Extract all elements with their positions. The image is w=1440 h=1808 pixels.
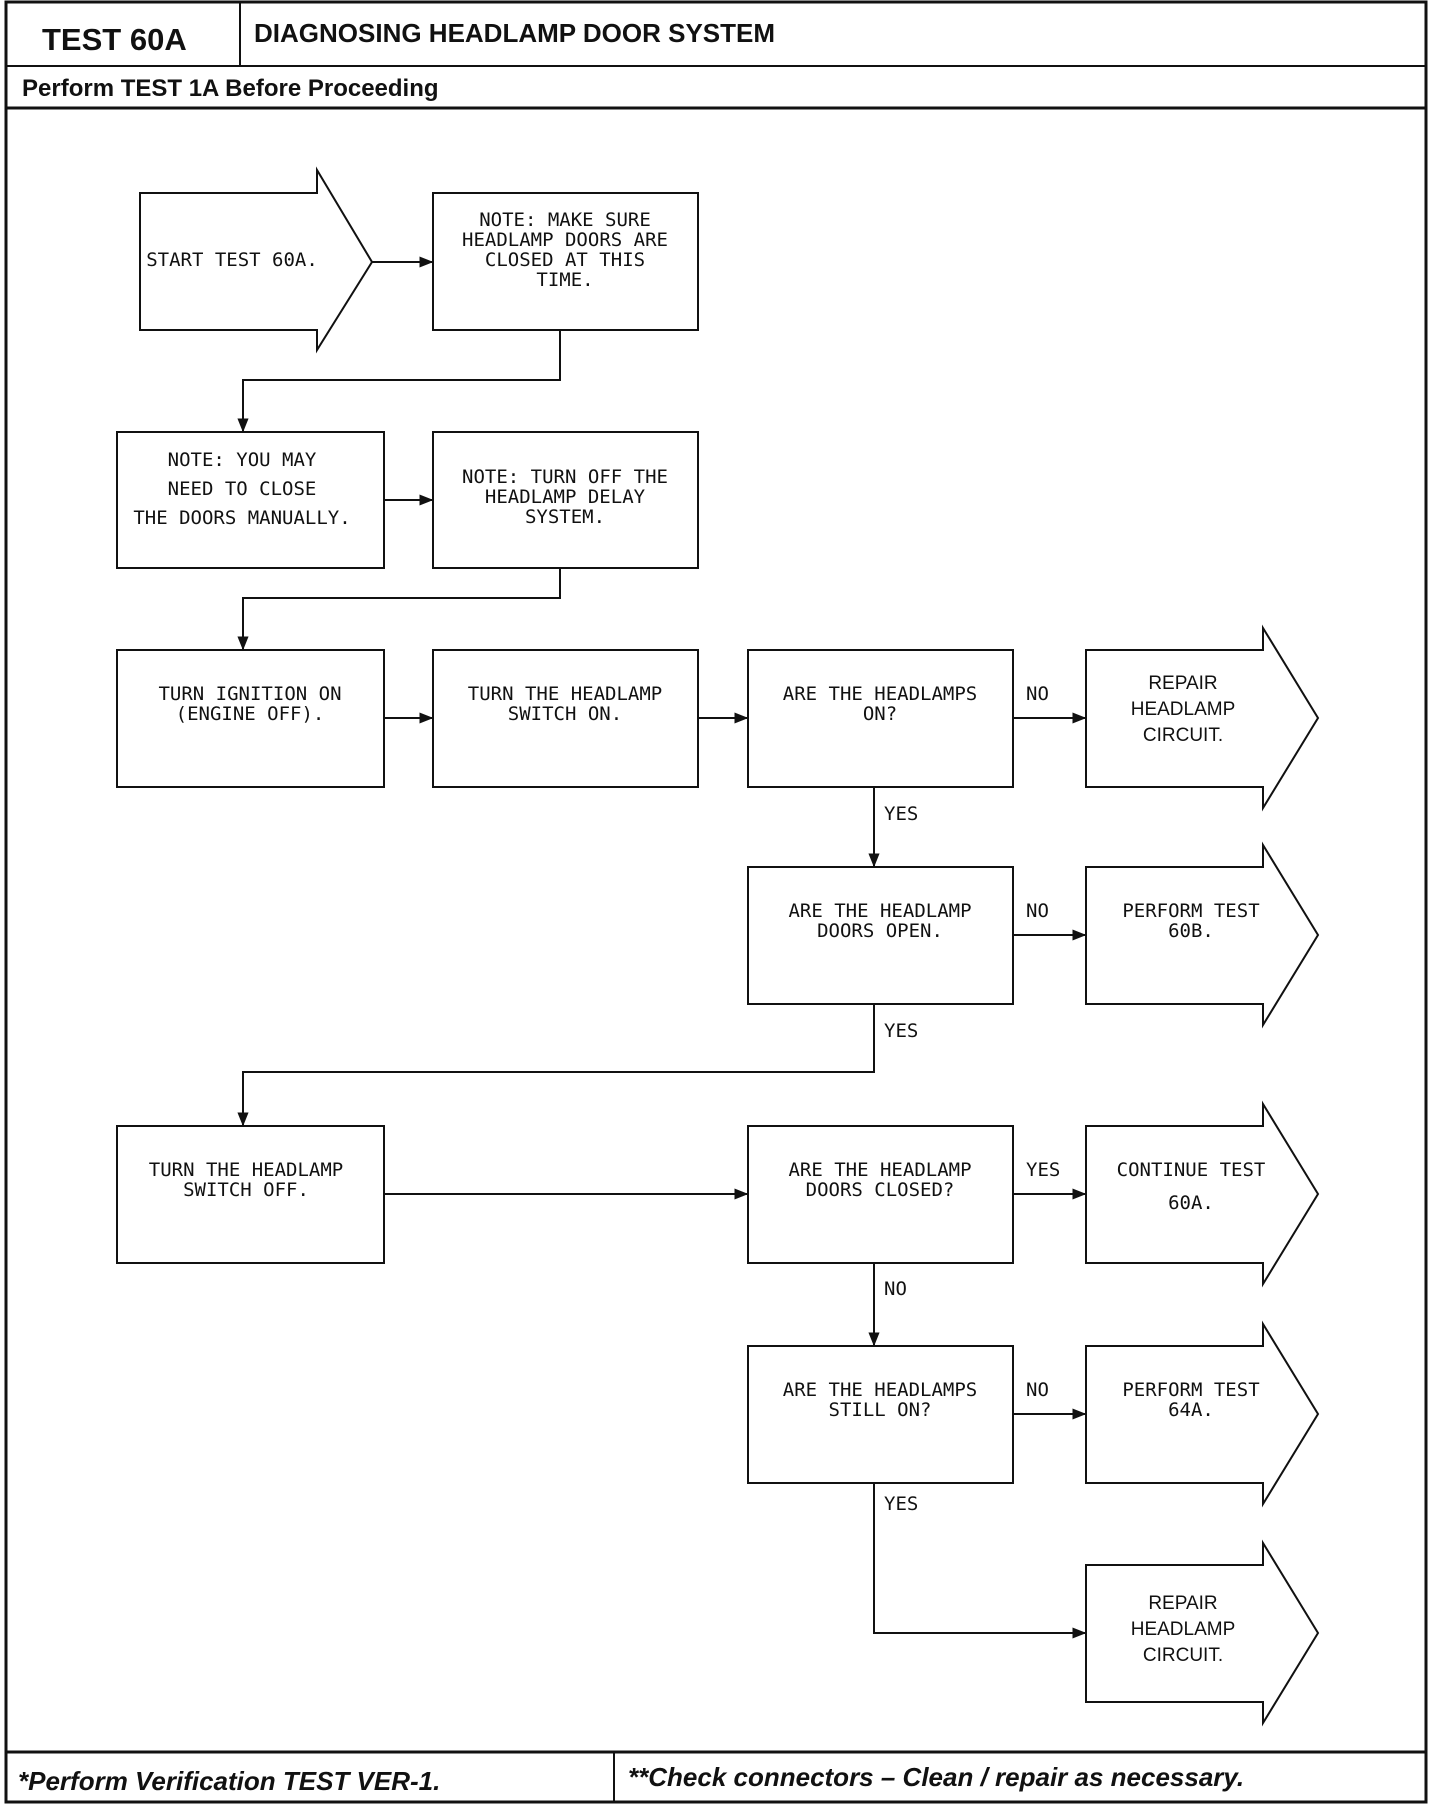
footer-connector-note: **Check connectors – Clean / repair as n… — [628, 1762, 1244, 1792]
node-text-line: NOTE: TURN OFF THE — [462, 466, 668, 488]
node-text-line: PERFORM TEST — [1122, 1379, 1259, 1401]
node-text-line: TURN IGNITION ON — [158, 683, 341, 705]
note-delay-box — [432, 431, 699, 569]
node-text-line: CIRCUIT. — [1143, 725, 1223, 746]
node-text-line: CONTINUE TEST — [1117, 1159, 1266, 1181]
doors-closed-question-box — [747, 1125, 1014, 1264]
start-test-label: START TEST 60A. — [146, 249, 318, 271]
continue-60a-arrow-shape — [1085, 1100, 1320, 1288]
node-text-line: HEADLAMP DOORS ARE — [462, 229, 668, 251]
node-text-line: ON? — [863, 703, 897, 725]
branch-label-no: NO — [1026, 1379, 1049, 1401]
node-text-line: ARE THE HEADLAMP — [788, 1159, 971, 1181]
note-manual-text: NOTE: YOU MAY NEED TO CLOSE THE DOORS MANU… — [133, 449, 350, 529]
ignition-on-box — [116, 649, 385, 788]
node-text-line: START TEST 60A. — [146, 249, 318, 271]
node-text-line: REPAIR — [1148, 1593, 1217, 1614]
ignition-on-text: TURN IGNITION ON(ENGINE OFF). — [158, 683, 341, 725]
node-text-line: HEADLAMP — [1131, 699, 1236, 720]
branch-label-yes: YES — [884, 803, 918, 825]
prereq-text: Perform TEST 1A Before Proceeding — [22, 75, 439, 102]
node-text-line: SWITCH ON. — [508, 703, 622, 725]
node-text-line: 60A. — [1168, 1192, 1214, 1214]
branch-label-yes: YES — [1026, 1159, 1060, 1181]
start-arrow-shape — [139, 166, 374, 354]
still-on-question-box — [747, 1345, 1014, 1484]
node-text-line: NOTE: YOU MAY — [168, 449, 317, 471]
connector-q2-yes — [237, 1004, 875, 1127]
footer-verification-note: *Perform Verification TEST VER-1. — [18, 1766, 440, 1796]
connector-q4-yes — [873, 1483, 1087, 1639]
node-text-line: HEADLAMP DELAY — [485, 486, 646, 508]
page-title: DIAGNOSING HEADLAMP DOOR SYSTEM — [254, 18, 775, 48]
node-text-line: DOORS CLOSED? — [806, 1179, 955, 1201]
node-text-line: TIME. — [536, 269, 593, 291]
node-text-line: ARE THE HEADLAMPS — [783, 1379, 977, 1401]
node-text-line: ARE THE HEADLAMP — [788, 900, 971, 922]
node-text-line: SWITCH OFF. — [183, 1179, 309, 1201]
test-id: TEST 60A — [42, 22, 187, 57]
switch-off-box — [116, 1125, 385, 1264]
node-text-line: NOTE: MAKE SURE — [479, 209, 651, 231]
node-text-line: 60B. — [1168, 920, 1214, 942]
node-text-line: PERFORM TEST — [1122, 900, 1259, 922]
branch-label-yes: YES — [884, 1493, 918, 1515]
branch-label-no: NO — [1026, 900, 1049, 922]
connector-note-to-manual — [237, 330, 561, 433]
node-text-line: SYSTEM. — [525, 506, 605, 528]
repair-circuit-2-arrow-shape — [1085, 1539, 1320, 1727]
repair-circuit-arrow-shape — [1085, 624, 1320, 812]
node-text-line: REPAIR — [1148, 673, 1217, 694]
node-text-line: DOORS OPEN. — [817, 920, 943, 942]
perform-60b-arrow-shape — [1085, 841, 1320, 1029]
node-text-line: ARE THE HEADLAMPS — [783, 683, 977, 705]
node-text-line: THE DOORS MANUALLY. — [133, 507, 350, 529]
node-text-line: TURN THE HEADLAMP — [468, 683, 662, 705]
headlamps-on-question-box — [747, 649, 1014, 788]
note-closed-box — [432, 192, 699, 331]
node-text-line: NEED TO CLOSE — [168, 478, 317, 500]
continue-60a-text: CONTINUE TEST 60A. — [1117, 1159, 1266, 1214]
repair-circuit-text: REPAIR HEADLAMP CIRCUIT. — [1131, 673, 1236, 746]
node-text-line: HEADLAMP — [1131, 1619, 1236, 1640]
node-text-line: STILL ON? — [829, 1399, 932, 1421]
branch-label-no: NO — [884, 1278, 907, 1300]
connector-delay-to-ignition — [237, 568, 561, 651]
doors-open-question-box — [747, 866, 1014, 1005]
node-text-line: TURN THE HEADLAMP — [149, 1159, 343, 1181]
branch-label-yes: YES — [884, 1020, 918, 1042]
node-text-line: 64A. — [1168, 1399, 1214, 1421]
page-border — [4, 0, 1428, 1804]
node-text-line: (ENGINE OFF). — [176, 703, 325, 725]
branch-label-no: NO — [1026, 683, 1049, 705]
perform-64a-arrow-shape — [1085, 1320, 1320, 1508]
note-manual-box — [116, 431, 385, 569]
repair-circuit-text: REPAIR HEADLAMP CIRCUIT. — [1131, 1593, 1236, 1666]
switch-on-box — [432, 649, 699, 788]
node-text-line: CIRCUIT. — [1143, 1645, 1223, 1666]
node-text-line: CLOSED AT THIS — [485, 249, 645, 271]
